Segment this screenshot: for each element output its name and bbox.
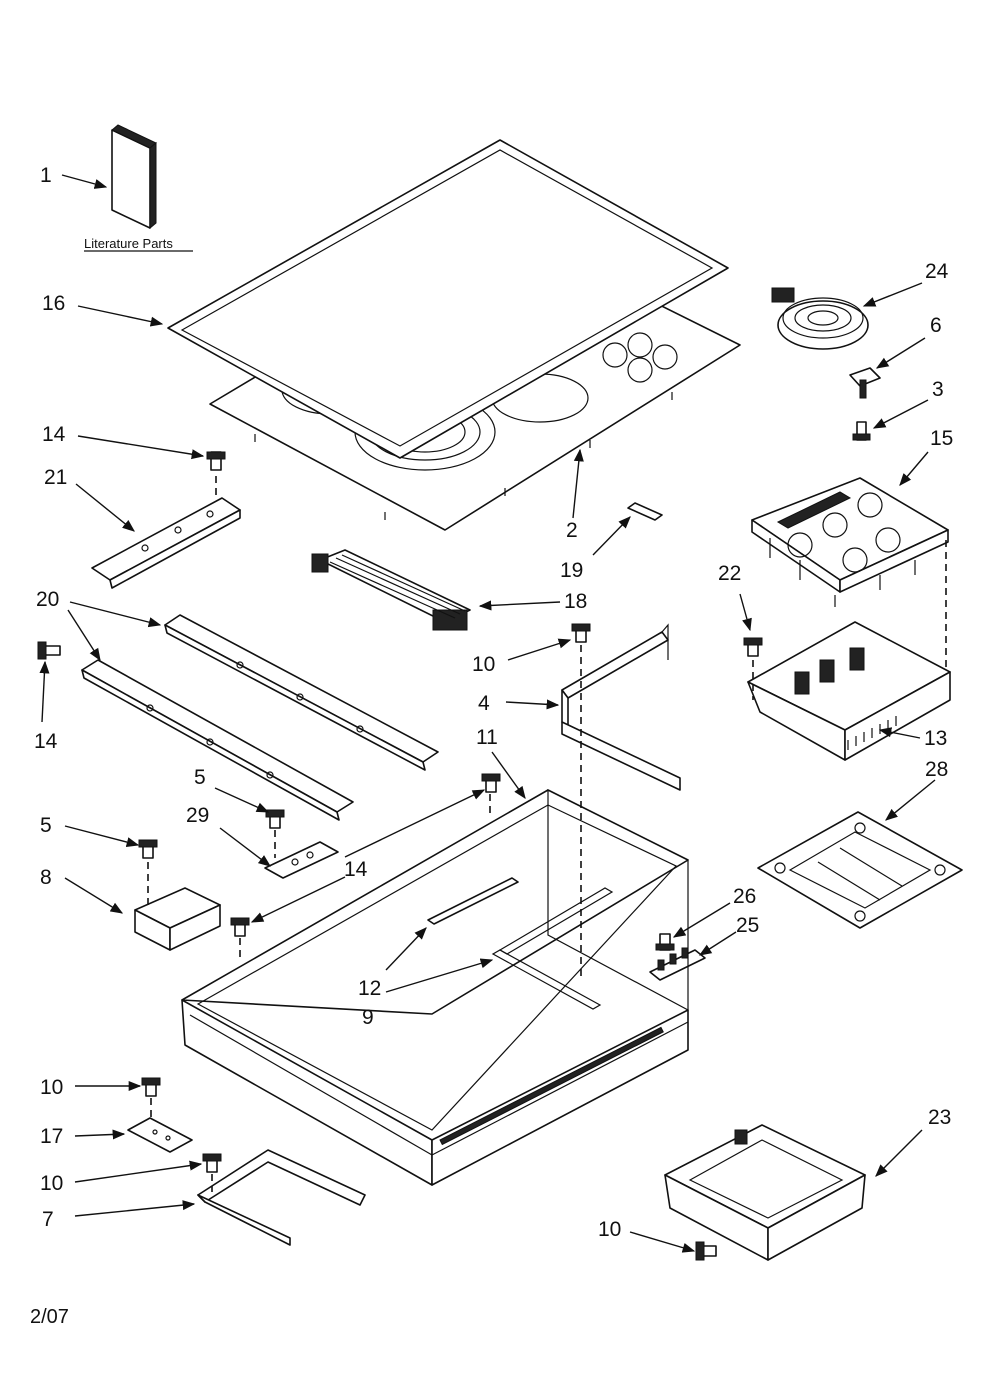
screw-10-upper xyxy=(571,623,591,643)
callout-labels: 1 16 24 6 3 15 14 21 2 19 18 22 20 10 4 … xyxy=(34,164,953,1241)
channel-rail-lower xyxy=(81,659,354,821)
callout-4: 4 xyxy=(478,692,490,715)
plate-17 xyxy=(127,1117,193,1153)
label-19 xyxy=(627,502,663,521)
callout-6: 6 xyxy=(930,314,942,337)
alignment-lines xyxy=(147,476,947,1192)
screw-5-upper xyxy=(265,809,285,829)
lower-box-23 xyxy=(664,1124,866,1261)
callout-21: 21 xyxy=(44,466,67,489)
callout-19: 19 xyxy=(560,559,583,582)
callout-7: 7 xyxy=(42,1208,54,1231)
callout-14-mid: 14 xyxy=(344,858,368,881)
callout-15: 15 xyxy=(930,427,953,450)
callout-11: 11 xyxy=(476,726,498,749)
surface-element xyxy=(771,287,869,350)
callout-1: 1 xyxy=(40,164,52,187)
screw-14-tray-left xyxy=(230,917,250,937)
callout-3: 3 xyxy=(932,378,944,401)
callout-17: 17 xyxy=(40,1125,63,1148)
screw-14-tray-top xyxy=(481,773,501,793)
clip xyxy=(849,367,881,399)
callout-2: 2 xyxy=(566,519,578,542)
control-box xyxy=(747,621,951,761)
bracket-21 xyxy=(91,497,241,589)
screw-10-lower-right xyxy=(695,1241,717,1261)
screw-14-left xyxy=(37,641,61,660)
callout-9: 9 xyxy=(362,1006,374,1029)
ribbon-cable xyxy=(311,549,471,631)
callout-22: 22 xyxy=(718,562,741,585)
callout-14-left: 14 xyxy=(34,730,58,753)
callout-26: 26 xyxy=(733,885,756,908)
callout-25: 25 xyxy=(736,914,759,937)
chassis-tray xyxy=(181,789,689,1186)
bracket-7 xyxy=(197,1149,366,1246)
callout-14-top: 14 xyxy=(42,423,66,446)
screw-10-lower-left xyxy=(141,1077,161,1097)
screw-5-lower xyxy=(138,839,158,859)
callout-24: 24 xyxy=(925,260,949,283)
callout-13: 13 xyxy=(924,727,947,750)
callout-10-lower-right: 10 xyxy=(598,1218,621,1241)
plate-29 xyxy=(264,841,339,879)
strip-12 xyxy=(427,877,519,925)
callout-8: 8 xyxy=(40,866,52,889)
callout-29: 29 xyxy=(186,804,209,827)
channel-rail-upper xyxy=(164,614,439,771)
callout-23: 23 xyxy=(928,1106,951,1129)
callout-20: 20 xyxy=(36,588,59,611)
callout-18: 18 xyxy=(564,590,587,613)
terminal-block xyxy=(649,947,706,981)
callout-10-mid-left: 10 xyxy=(40,1172,63,1195)
screw-22 xyxy=(743,637,763,657)
callout-10-lower-left: 10 xyxy=(40,1076,63,1099)
bracket-4 xyxy=(561,623,681,791)
callout-16: 16 xyxy=(42,292,65,315)
screw-26 xyxy=(655,933,675,951)
screw-3 xyxy=(852,421,871,441)
screw-14-top xyxy=(206,451,226,471)
cooktop-frame xyxy=(167,139,729,459)
date-code: 2/07 xyxy=(30,1306,69,1328)
screw-10-mid-left xyxy=(202,1153,222,1173)
control-board xyxy=(751,477,949,607)
callout-28: 28 xyxy=(925,758,948,781)
callout-12: 12 xyxy=(358,977,381,1000)
callout-5-upper: 5 xyxy=(194,766,206,789)
literature-caption: Literature Parts xyxy=(84,236,173,251)
callout-10-upper: 10 xyxy=(472,653,495,676)
literature-booklet xyxy=(111,124,157,230)
electrical-box-8 xyxy=(134,887,221,951)
gasket xyxy=(491,887,614,1010)
leader-lines xyxy=(39,174,936,1253)
callout-5-lower: 5 xyxy=(40,814,52,837)
mounting-plate xyxy=(757,811,963,929)
